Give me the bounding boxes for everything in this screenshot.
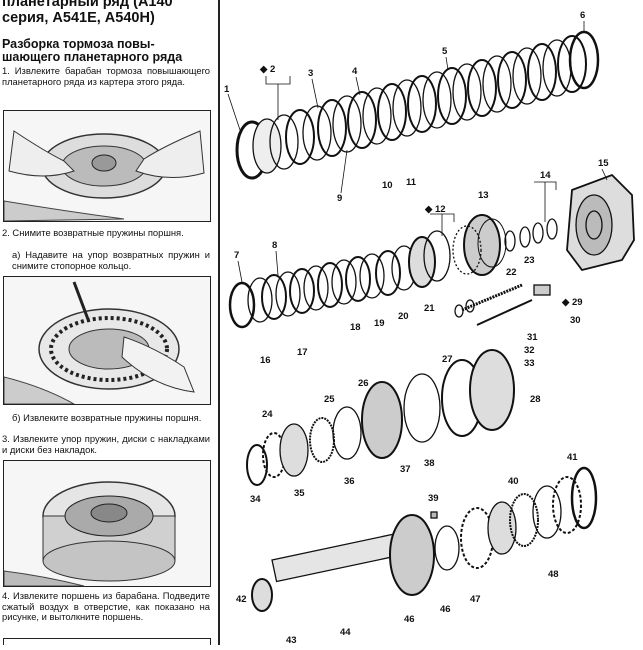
label-33: 33 [524, 358, 535, 369]
label-44: 44 [340, 627, 351, 638]
label-20: 20 [398, 311, 409, 322]
label-8: 8 [272, 240, 277, 251]
label-39: 39 [428, 493, 439, 504]
label-36: 36 [344, 476, 355, 487]
heading-line-1: планетарный ряд (А140 [2, 0, 173, 10]
label-18: 18 [350, 322, 361, 333]
label-3: 3 [308, 68, 313, 79]
exploded-view-drawing: 1 2 3 4 5 6 7 8 9 10 11 12 13 14 15 16 1… [224, 10, 635, 646]
exploded-diagram: 1 2 3 4 5 6 7 8 9 10 11 12 13 14 15 16 1… [222, 0, 643, 646]
label-43: 43 [286, 635, 297, 645]
replace-marker-29: ◆ [561, 297, 570, 308]
label-29: 29 [572, 297, 583, 308]
label-12: 12 [435, 204, 446, 215]
label-17: 17 [297, 347, 308, 358]
label-38: 38 [424, 458, 435, 469]
step-4-text: 4. Извлеките поршень из барабана. Подвед… [2, 590, 210, 622]
label-37: 37 [400, 464, 411, 475]
label-11: 11 [406, 177, 417, 188]
step-3-text: 3. Извлеките упор пружин, диски с наклад… [2, 433, 210, 455]
subheading-line-2: шающего планетарного ряда [2, 50, 183, 64]
label-30: 30 [570, 315, 581, 326]
step-1-text: 1. Извлеките барабан тормоза повышающего… [2, 65, 210, 87]
label-42: 42 [236, 594, 247, 605]
label-27: 27 [442, 354, 453, 365]
instructions-column: планетарный ряд (А140 серия, А541Е, А540… [0, 0, 215, 645]
step-2a-text: а) Надавите на упор возвратных пружин и … [12, 249, 210, 271]
label-5: 5 [442, 46, 448, 57]
label-35: 35 [294, 488, 305, 499]
label-40: 40 [508, 476, 519, 487]
step-2-text: 2. Снимите возвратные пружины поршня. [2, 227, 184, 238]
next-photo-frame [3, 638, 211, 645]
column-divider [218, 0, 220, 645]
label-10: 10 [382, 180, 393, 191]
label-15: 15 [598, 158, 609, 169]
label-4: 4 [352, 66, 358, 77]
step-2b-text: б) Извлеките возвратные пружины поршня. [12, 412, 202, 423]
photo-piston-drum [3, 460, 211, 587]
label-23: 23 [524, 255, 535, 266]
label-25: 25 [324, 394, 335, 405]
label-41: 41 [567, 452, 578, 463]
label-6: 6 [580, 10, 585, 21]
label-1: 1 [224, 84, 230, 95]
heading-line-2: серия, А541Е, А540Н) [2, 10, 155, 26]
label-9: 9 [337, 193, 342, 204]
label-47: 47 [470, 594, 481, 605]
label-26: 26 [358, 378, 369, 389]
label-13: 13 [478, 190, 489, 201]
subheading-line-1: Разборка тормоза повы- [2, 37, 155, 51]
label-7: 7 [234, 250, 239, 261]
label-24: 24 [262, 409, 273, 420]
label-46a: 46 [404, 614, 415, 625]
label-48: 48 [548, 569, 559, 580]
label-32: 32 [524, 345, 535, 356]
replace-marker-2: ◆ [259, 64, 268, 75]
replace-marker-12: ◆ [424, 204, 433, 215]
label-22: 22 [506, 267, 517, 278]
label-46b: 46 [440, 604, 451, 615]
label-19: 19 [374, 318, 385, 329]
label-2: 2 [270, 64, 275, 75]
photo-drum-removal [3, 110, 211, 222]
photo-snap-ring [3, 276, 211, 405]
label-34: 34 [250, 494, 261, 505]
label-14: 14 [540, 170, 551, 181]
section-heading: планетарный ряд (А140 серия, А541Е, А540… [2, 0, 173, 26]
subheading: Разборка тормоза повы- шающего планетарн… [2, 38, 212, 64]
label-28: 28 [530, 394, 541, 405]
label-16: 16 [260, 355, 271, 366]
label-31: 31 [527, 332, 538, 343]
label-21: 21 [424, 303, 435, 314]
